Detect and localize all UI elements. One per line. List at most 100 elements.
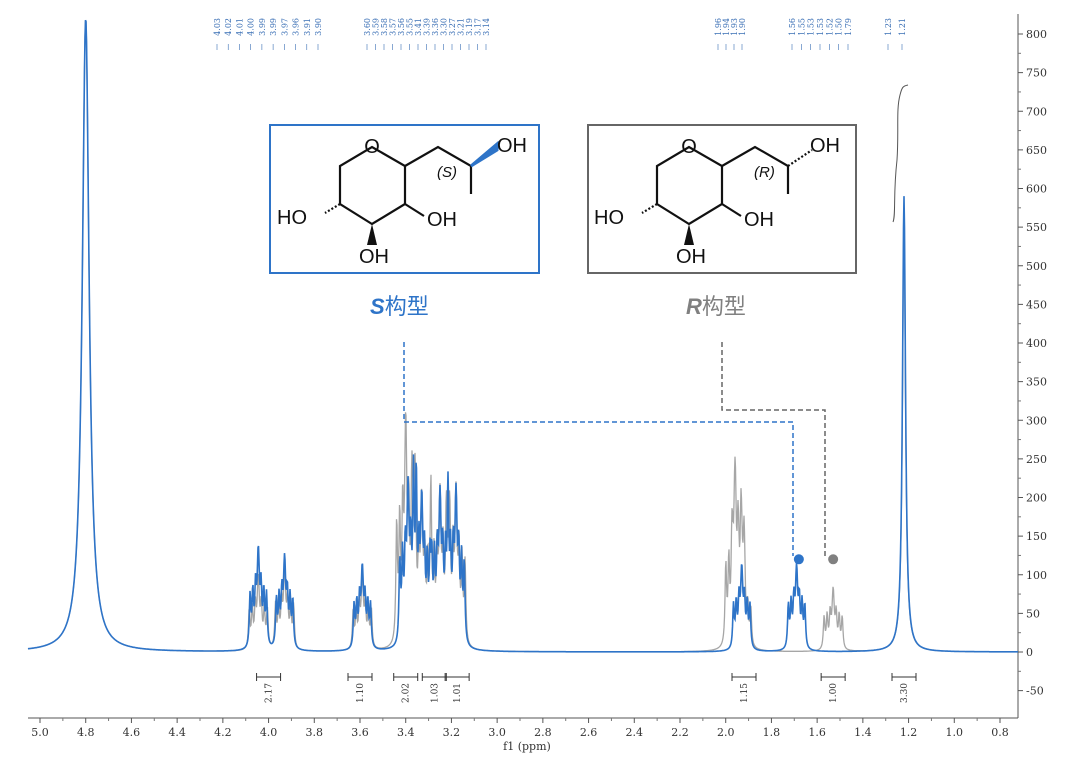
peak-shift-label: 3.60 bbox=[363, 18, 372, 36]
peak-shift-label: 4.00 bbox=[247, 18, 256, 36]
gray-spectrum-line bbox=[27, 19, 1018, 653]
x-tick-label: 3.6 bbox=[351, 726, 369, 739]
peak-shift-label: 1.79 bbox=[844, 18, 853, 36]
x-tick-label: 4.2 bbox=[214, 726, 232, 739]
x-tick-label: 4.4 bbox=[168, 726, 186, 739]
assignment-lines bbox=[403, 342, 826, 556]
x-tick-label: 2.4 bbox=[626, 726, 644, 739]
y-tick-label: 750 bbox=[1026, 67, 1047, 80]
r-oh-side: OH bbox=[810, 135, 840, 157]
peak-shift-label: 1.52 bbox=[825, 18, 834, 36]
r-oh-right: OH bbox=[744, 209, 774, 231]
peak-shift-label: 1.21 bbox=[898, 18, 907, 36]
s-caption-suffix: 构型 bbox=[385, 294, 429, 319]
peak-shift-label: 3.19 bbox=[465, 18, 474, 36]
y-tick-label: 200 bbox=[1026, 492, 1047, 505]
blue-spectrum-line bbox=[27, 19, 1018, 653]
x-tick-label: 0.8 bbox=[991, 726, 1009, 739]
assignment-marker bbox=[828, 554, 839, 565]
peak-shift-label: 1.53 bbox=[816, 18, 825, 36]
peak-shift-label: 1.96 bbox=[714, 18, 723, 36]
peak-shift-label: 1.50 bbox=[835, 18, 844, 36]
peak-shift-label: 3.91 bbox=[303, 18, 312, 36]
peak-shift-label: 3.14 bbox=[482, 18, 491, 36]
x-tick-label: 3.8 bbox=[306, 726, 324, 739]
x-tick-label: 1.2 bbox=[900, 726, 918, 739]
y-tick-label: 700 bbox=[1026, 105, 1047, 118]
r-ring-oxygen: O bbox=[681, 136, 697, 158]
peak-shift-label: 3.39 bbox=[423, 18, 432, 36]
peak-shift-label: 1.56 bbox=[788, 18, 797, 36]
peak-shift-label: 3.27 bbox=[448, 18, 457, 36]
peak-shift-label: 1.55 bbox=[797, 18, 806, 36]
peak-shift-label: 3.96 bbox=[292, 18, 301, 36]
peak-shift-label: 1.90 bbox=[738, 18, 747, 36]
x-tick-label: 3.2 bbox=[443, 726, 461, 739]
peak-shift-label: 1.93 bbox=[730, 18, 739, 36]
peak-shift-label: 3.90 bbox=[314, 18, 323, 36]
chart-frame bbox=[28, 14, 1019, 719]
r-stereo-label: (R) bbox=[754, 164, 775, 181]
peak-shift-label: 3.30 bbox=[440, 18, 449, 36]
x-tick-label: 2.6 bbox=[580, 726, 598, 739]
x-tick-label: 2.2 bbox=[671, 726, 689, 739]
s-oh-bottom: OH bbox=[359, 246, 389, 268]
s-caption: S构型 bbox=[370, 294, 429, 319]
x-tick-label: 3.0 bbox=[488, 726, 506, 739]
s-ho-left: HO bbox=[277, 207, 307, 229]
r-ho-left: HO bbox=[594, 207, 624, 229]
assignment-marker bbox=[793, 554, 804, 565]
r-caption-suffix: 构型 bbox=[702, 294, 746, 319]
x-tick-label: 3.4 bbox=[397, 726, 415, 739]
x-tick-label: 1.4 bbox=[854, 726, 872, 739]
integral-value: 2.02 bbox=[402, 683, 412, 703]
y-tick-label: 500 bbox=[1026, 260, 1047, 273]
y-axis: 8007507006506005505004504003503002502001… bbox=[1018, 28, 1047, 698]
peak-shift-label: 3.58 bbox=[380, 18, 389, 36]
s-ring-oxygen: O bbox=[364, 136, 380, 158]
r-structure: O OH HO OH OH (R) bbox=[587, 124, 857, 274]
peak-shift-label: 3.17 bbox=[474, 18, 483, 36]
peak-shift-label: 3.59 bbox=[372, 18, 381, 36]
y-tick-label: 100 bbox=[1026, 569, 1047, 582]
peak-shift-label: 3.99 bbox=[258, 18, 267, 36]
peak-shift-label: 1.53 bbox=[807, 18, 816, 36]
s-oh-side: OH bbox=[497, 135, 527, 157]
integral-value: 1.15 bbox=[740, 683, 750, 703]
x-tick-label: 4.6 bbox=[123, 726, 141, 739]
x-tick-label: 5.0 bbox=[31, 726, 49, 739]
spectra bbox=[27, 19, 1018, 653]
s-assignment-line bbox=[403, 342, 794, 556]
peak-shift-label: 1.23 bbox=[884, 18, 893, 36]
r-caption: R构型 bbox=[686, 294, 746, 319]
integral-curve bbox=[892, 84, 909, 223]
peak-shift-label: 4.03 bbox=[213, 18, 222, 36]
x-tick-label: 1.0 bbox=[946, 726, 964, 739]
integral-value: 3.30 bbox=[900, 683, 910, 703]
y-tick-label: 550 bbox=[1026, 221, 1047, 234]
r-assignment-line bbox=[721, 342, 826, 556]
y-tick-label: 400 bbox=[1026, 337, 1047, 350]
peak-shift-label: 3.99 bbox=[269, 18, 278, 36]
peak-shift-label: 4.01 bbox=[235, 18, 244, 36]
peak-shift-label: 3.21 bbox=[457, 18, 466, 36]
peak-shift-label: 3.97 bbox=[280, 18, 289, 36]
y-tick-label: 250 bbox=[1026, 453, 1047, 466]
peak-shift-label: 3.41 bbox=[414, 18, 423, 36]
y-tick-label: -50 bbox=[1026, 685, 1044, 698]
y-tick-label: 50 bbox=[1026, 607, 1040, 620]
x-tick-label: 2.0 bbox=[717, 726, 735, 739]
x-tick-label: 1.6 bbox=[808, 726, 826, 739]
r-oh-bottom: OH bbox=[676, 246, 706, 268]
s-caption-letter: S bbox=[370, 294, 385, 319]
integral-value: 1.01 bbox=[453, 683, 463, 703]
integral-value: 1.10 bbox=[356, 683, 366, 703]
r-caption-letter: R bbox=[686, 294, 702, 319]
peak-shift-label: 3.56 bbox=[397, 18, 406, 36]
x-tick-label: 4.8 bbox=[77, 726, 95, 739]
peak-shift-label: 3.57 bbox=[389, 18, 398, 36]
y-tick-label: 300 bbox=[1026, 414, 1047, 427]
